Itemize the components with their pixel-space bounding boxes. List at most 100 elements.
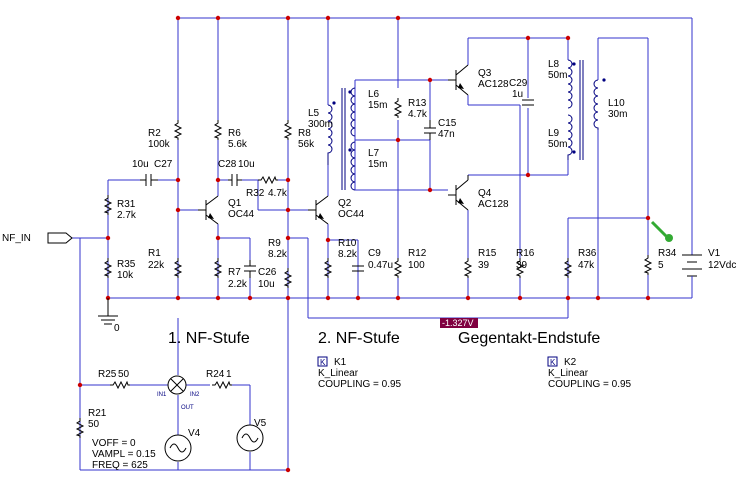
ground-label: 0 bbox=[114, 323, 120, 334]
resistor-r15 bbox=[464, 257, 472, 279]
r16-name: R16 bbox=[516, 248, 535, 259]
r21-value: 50 bbox=[88, 419, 100, 430]
labels: NF_IN 0 1. NF-Stufe 2. NF-Stufe Gegentak… bbox=[2, 59, 736, 471]
r35-name: R35 bbox=[117, 259, 136, 270]
resistor-r2 bbox=[174, 119, 182, 141]
c28-name: C28 bbox=[218, 159, 237, 170]
l7-name: L7 bbox=[368, 148, 380, 159]
l10-name: L10 bbox=[608, 98, 625, 109]
l7-value: 15m bbox=[368, 159, 387, 170]
q3-name: Q3 bbox=[478, 68, 492, 79]
c9-name: C9 bbox=[368, 248, 381, 259]
c29-name: C29 bbox=[509, 78, 528, 89]
r13-value: 4.7k bbox=[408, 109, 428, 120]
capacitor-c15 bbox=[424, 120, 436, 140]
resistor-r12 bbox=[394, 257, 402, 279]
c27-name: C27 bbox=[154, 159, 173, 170]
ground-symbol bbox=[98, 298, 118, 325]
v4-freq: FREQ = 625 bbox=[92, 460, 148, 471]
capacitor-c26 bbox=[244, 260, 256, 278]
r24-name: R24 bbox=[206, 369, 225, 380]
r24-value: 1 bbox=[226, 369, 232, 380]
r10-name: R10 bbox=[338, 238, 357, 249]
r9-value: 8.2k bbox=[268, 249, 288, 260]
junctions bbox=[77, 15, 651, 473]
capacitor-c29 bbox=[522, 99, 534, 106]
q1-value: OC44 bbox=[228, 209, 255, 220]
stage2-title: 2. NF-Stufe bbox=[318, 330, 400, 347]
k1-coupling: COUPLING = 0.95 bbox=[318, 379, 402, 390]
c15-value: 47n bbox=[438, 129, 455, 140]
mixer-in1: IN1 bbox=[157, 392, 167, 398]
mixer-block bbox=[167, 375, 187, 395]
mixer-in2: IN2 bbox=[190, 392, 200, 398]
l8-name: L8 bbox=[548, 59, 560, 70]
inductor-l6 bbox=[350, 87, 356, 137]
v5-name: V5 bbox=[254, 418, 267, 429]
r34-value: 5 bbox=[658, 260, 664, 271]
capacitors bbox=[140, 99, 534, 278]
r7-name: R7 bbox=[228, 267, 241, 278]
capacitor-c28 bbox=[228, 174, 242, 186]
r9-name: R9 bbox=[268, 238, 281, 249]
l5-value: 300m bbox=[308, 119, 333, 130]
r8-value: 56k bbox=[298, 139, 315, 150]
capacitor-c27 bbox=[140, 174, 158, 186]
probe-badge-bg bbox=[440, 318, 478, 328]
c29-value: 1u bbox=[512, 89, 523, 100]
v4-vampl: VAMPL = 0.15 bbox=[92, 449, 156, 460]
transistor-q3 bbox=[448, 64, 469, 96]
resistor-r34 bbox=[644, 254, 652, 276]
r13-name: R13 bbox=[408, 98, 427, 109]
k1-model: K_Linear bbox=[318, 368, 359, 379]
port-nf-in[interactable] bbox=[47, 232, 73, 244]
l6-name: L6 bbox=[368, 89, 380, 100]
battery-v1 bbox=[682, 254, 702, 285]
transistor-q2 bbox=[308, 195, 329, 225]
r15-value: 39 bbox=[478, 260, 490, 271]
r36-name: R36 bbox=[578, 248, 597, 259]
r32-name: R32 bbox=[246, 188, 265, 199]
inductor-l5 bbox=[327, 104, 333, 165]
q2-value: OC44 bbox=[338, 209, 365, 220]
r12-value: 100 bbox=[408, 260, 425, 271]
c9-value: 0.47u bbox=[368, 260, 393, 271]
q3-value: AC128 bbox=[478, 79, 509, 90]
r32-value: 4.7k bbox=[268, 188, 288, 199]
inductor-l10 bbox=[593, 79, 599, 130]
v4-name: V4 bbox=[188, 428, 201, 439]
l6-value: 15m bbox=[368, 100, 387, 111]
r31-name: R31 bbox=[117, 199, 136, 210]
stage1-title: 1. NF-Stufe bbox=[168, 330, 250, 347]
resistor-r6 bbox=[214, 119, 222, 141]
r25-name: R25 bbox=[98, 369, 117, 380]
r34-name: R34 bbox=[658, 248, 677, 259]
c26-value: 10u bbox=[258, 279, 275, 290]
source-v5 bbox=[236, 424, 264, 452]
wires bbox=[72, 17, 693, 471]
r2-name: R2 bbox=[148, 128, 161, 139]
k2-coupling: COUPLING = 0.95 bbox=[548, 379, 632, 390]
transistors bbox=[193, 64, 469, 225]
r1-value: 22k bbox=[148, 260, 165, 271]
k1-name: K1 bbox=[334, 357, 347, 368]
voltage-marker[interactable] bbox=[650, 220, 673, 242]
q1-name: Q1 bbox=[228, 198, 242, 209]
svg-text:K: K bbox=[320, 358, 326, 367]
r12-name: R12 bbox=[408, 248, 427, 259]
q4-value: AC128 bbox=[478, 199, 509, 210]
r10-value: 8.2k bbox=[338, 249, 358, 260]
transistor-q4 bbox=[448, 175, 469, 211]
l9-value: 50m bbox=[548, 139, 567, 150]
mixer-out: OUT bbox=[181, 405, 194, 411]
k2-icon bbox=[547, 356, 558, 367]
resistor-r13 bbox=[394, 97, 402, 119]
l8-value: 50m bbox=[548, 70, 567, 81]
r16-value: 39 bbox=[516, 260, 528, 271]
v1-name: V1 bbox=[708, 248, 721, 259]
stage3-title: Gegentakt-Endstufe bbox=[458, 330, 600, 347]
port-label: NF_IN bbox=[2, 233, 31, 244]
r2-value: 100k bbox=[148, 139, 171, 150]
svg-text:K: K bbox=[550, 358, 556, 367]
